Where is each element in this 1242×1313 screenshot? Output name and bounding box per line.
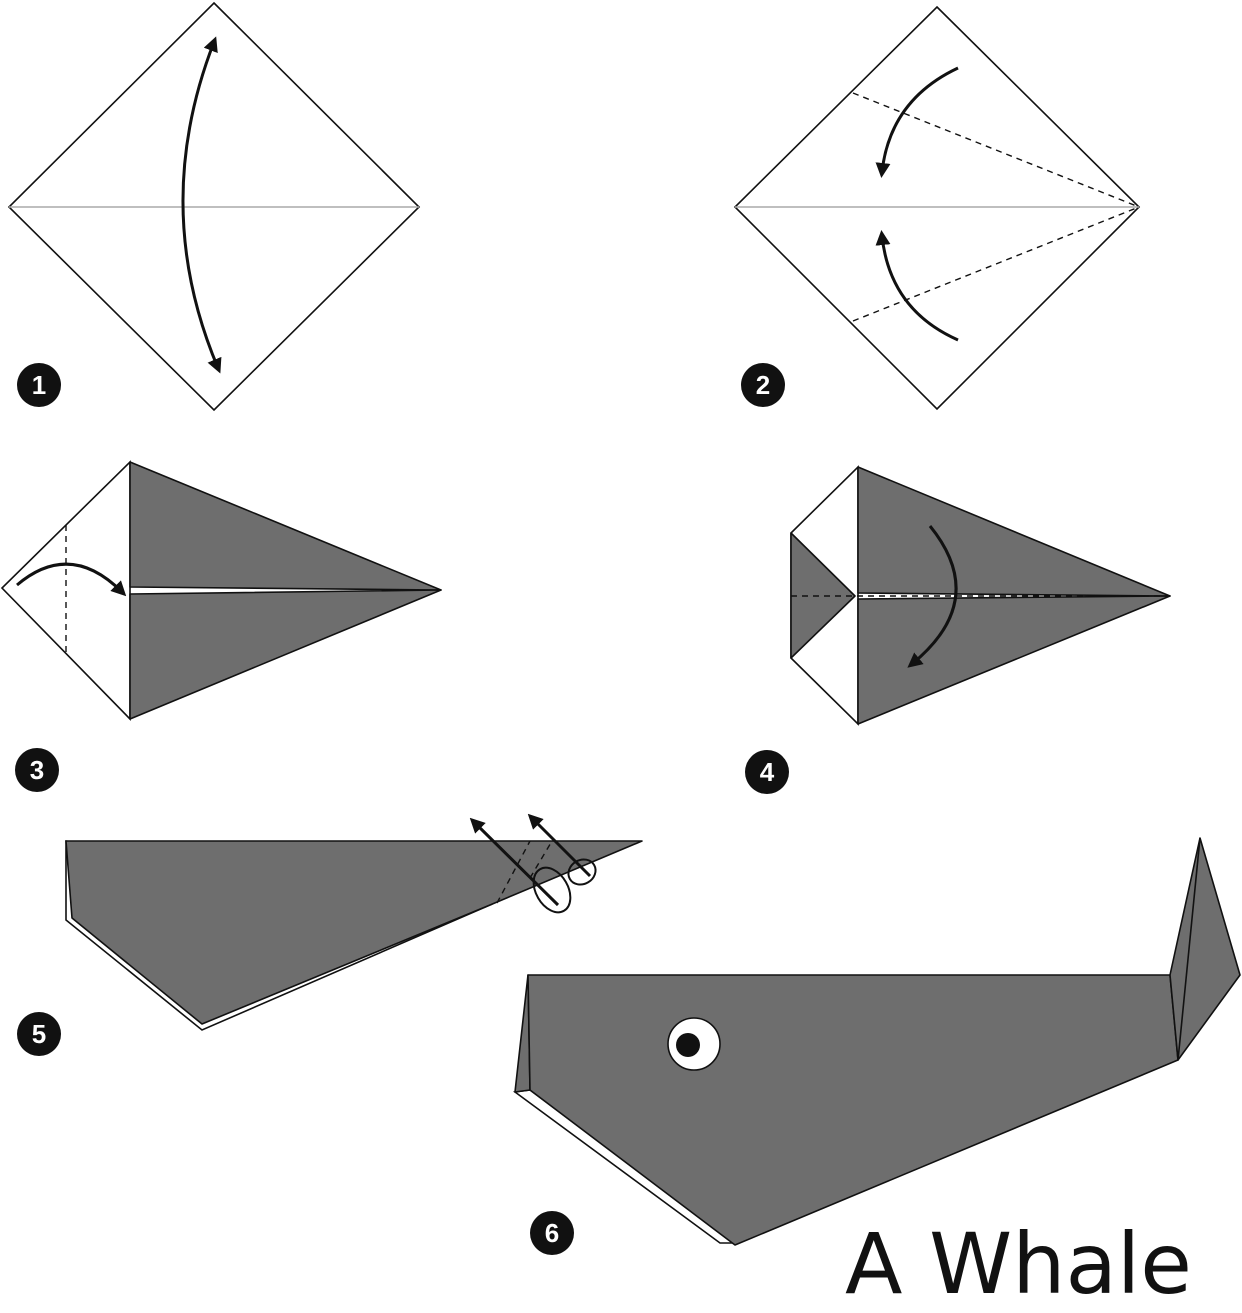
step-4-number: 4 [759, 756, 775, 787]
step-3-lower-flap [129, 589, 442, 720]
step-5-number: 5 [31, 1018, 47, 1049]
step-3-diagram [0, 460, 442, 721]
step-6-tail-fold [1177, 837, 1201, 1061]
step-5-body [65, 840, 643, 1025]
step-5-arrow-1 [469, 817, 560, 907]
step-3-badge: 3 [15, 748, 59, 792]
step-2-square [733, 5, 1141, 411]
step-2-fold-line-top [852, 92, 1140, 208]
step-3-upper-flap [129, 461, 442, 591]
page-title: A Whale [845, 1215, 1192, 1313]
step-3-fold-arrow [16, 562, 127, 597]
step-3-number: 3 [29, 754, 45, 785]
step-2-number: 2 [755, 369, 771, 400]
step-2-fold-line-bottom [852, 206, 1140, 322]
step-5-badge: 5 [17, 1012, 61, 1056]
step-5-loop-2 [567, 858, 597, 886]
step-5-fold-line-1 [496, 840, 531, 904]
step-6-diagram [512, 837, 1241, 1246]
step-1-number: 1 [31, 369, 47, 400]
step-4-diagram [790, 465, 1171, 726]
step-4-upper-flap [857, 466, 1171, 597]
step-1-fold-arrow [181, 36, 222, 374]
step-4-lower-flap [857, 595, 1171, 725]
step-4-badge: 4 [745, 750, 789, 794]
step-5-diagram [65, 813, 643, 1031]
step-2-arrow-bottom [875, 230, 959, 342]
step-5-fold-line-2 [529, 840, 553, 879]
step-2-arrow-top [875, 66, 959, 178]
step-2-diagram [733, 5, 1141, 411]
step-6-number: 6 [544, 1217, 560, 1248]
step-3-left-flap [0, 460, 131, 721]
step-6-body [527, 974, 1179, 1246]
step-6-badge: 6 [530, 1211, 574, 1255]
step-2-badge: 2 [741, 363, 785, 407]
step-5-arrow-2 [527, 813, 592, 878]
eye-pupil [676, 1033, 700, 1057]
step-1-diagram [7, 1, 421, 412]
step-4-fold-arrow [907, 525, 958, 668]
step-1-badge: 1 [17, 363, 61, 407]
step-5-loop-1 [532, 866, 572, 914]
